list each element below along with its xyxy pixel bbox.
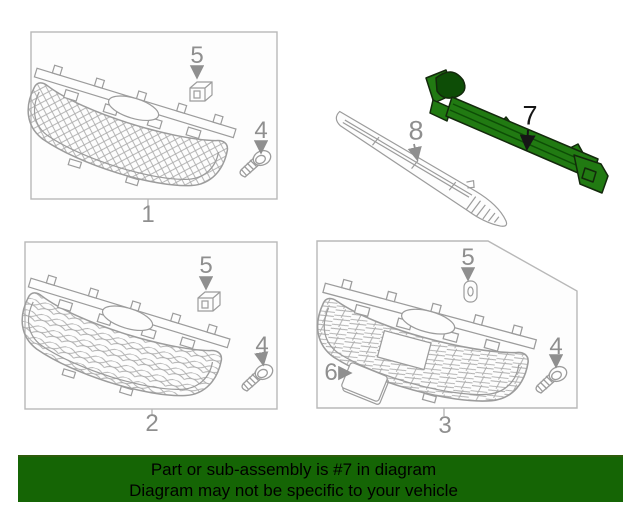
callout-label-8: 8 bbox=[408, 115, 424, 146]
callout-label-7-highlighted: 7 bbox=[522, 100, 538, 131]
clip-drawing-box2 bbox=[197, 291, 221, 312]
notice-banner: Part or sub-assembly is #7 in diagram Di… bbox=[18, 455, 623, 502]
grille-3-plate-pad bbox=[376, 329, 432, 371]
callout-label-5-box2: 5 bbox=[199, 252, 213, 279]
impact-bar-drawing bbox=[425, 69, 609, 194]
callout-label-4-box2: 4 bbox=[255, 332, 269, 359]
lower-grille-drawing bbox=[335, 110, 508, 227]
callout-label-4-box3: 4 bbox=[549, 333, 563, 360]
callout-label-3: 3 bbox=[438, 412, 452, 439]
banner-line-2: Diagram may not be specific to your vehi… bbox=[129, 481, 458, 500]
callout-label-5-box1: 5 bbox=[190, 42, 204, 69]
callout-arrow-7 bbox=[519, 129, 536, 151]
callout-label-5-box3: 5 bbox=[461, 244, 475, 271]
callout-label-2: 2 bbox=[145, 410, 159, 437]
callout-arrows-gray bbox=[189, 65, 564, 381]
clip-drawing-box1 bbox=[189, 81, 213, 102]
clip-drawing-box3 bbox=[463, 280, 478, 303]
callout-label-1: 1 bbox=[141, 201, 155, 228]
grille-3-drawing bbox=[302, 274, 540, 425]
leader-ticks bbox=[147, 199, 445, 416]
callout-label-6: 6 bbox=[324, 359, 338, 386]
callout-label-4-box1: 4 bbox=[254, 117, 268, 144]
banner-line-1: Part or sub-assembly is #7 in diagram bbox=[150, 460, 437, 479]
